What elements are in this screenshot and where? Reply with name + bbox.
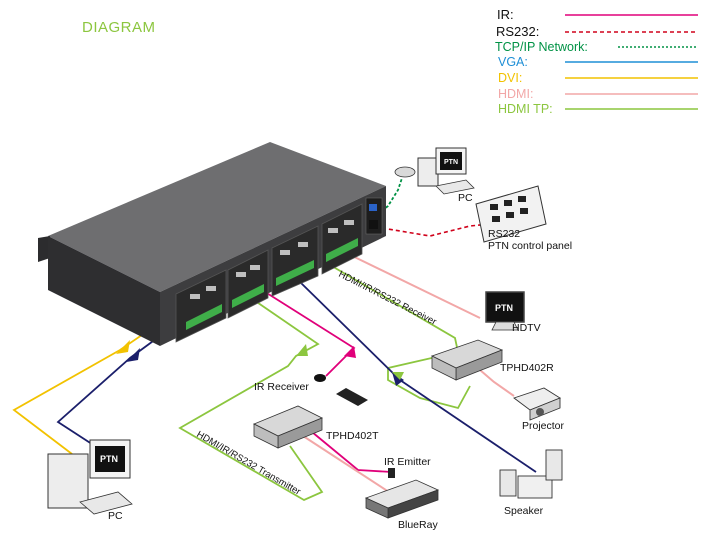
label-ptn-control-panel: PTN control panel <box>488 240 573 252</box>
legend-label-ir: IR: <box>497 7 514 22</box>
port <box>298 242 308 247</box>
speaker-left <box>499 469 517 497</box>
label-tphd402r: TPHD402R <box>500 362 554 374</box>
terminal-3 <box>276 260 314 286</box>
chassis-left-ear <box>38 236 50 262</box>
connector-ports <box>190 220 354 299</box>
legend-label-rs232: RS232: <box>496 24 540 39</box>
matrix-switcher-chassis <box>38 142 386 346</box>
legend-label-hdmi: HDMI: <box>498 87 534 101</box>
port <box>190 294 200 299</box>
panel-button <box>520 208 528 214</box>
port <box>280 250 290 255</box>
port <box>206 286 216 291</box>
arrowheads <box>116 340 404 386</box>
speaker-device <box>499 449 563 499</box>
arrow-speaker <box>392 372 404 386</box>
label-ir-receiver: IR Receiver <box>254 381 309 393</box>
network-hub <box>394 166 416 178</box>
green-terminal-blocks <box>186 238 358 330</box>
port <box>236 272 246 277</box>
label-speaker: Speaker <box>504 505 544 517</box>
port <box>344 220 354 225</box>
panel-button <box>518 196 526 202</box>
label-pc-top: PC <box>458 192 473 204</box>
tphd402t-device <box>253 405 323 449</box>
legend-label-dvi: DVI: <box>498 71 523 85</box>
label-pc-bottom: PC <box>108 510 123 522</box>
terminal-2 <box>232 284 264 308</box>
ir-receiver-eye <box>314 374 326 382</box>
arrow-dvi <box>116 340 130 354</box>
label-blueray: BlueRay <box>398 519 438 531</box>
receiver-link-label: HDMI/IR/RS232 Receiver <box>337 269 438 328</box>
legend-lines <box>565 14 698 110</box>
pc-top-screen <box>440 152 462 170</box>
port <box>250 265 260 270</box>
speaker-right <box>545 449 563 481</box>
hdmi-tp-receiver-cable <box>317 257 471 410</box>
pc-bottom-device <box>47 439 133 515</box>
label-tphd402t: TPHD402T <box>326 430 379 442</box>
speaker-sub <box>517 475 553 499</box>
ir-receiver-cable <box>261 289 356 377</box>
pc-bottom-screen <box>95 446 125 472</box>
pc-top-device <box>394 147 475 195</box>
arrow-ir <box>344 346 356 358</box>
port <box>328 228 338 233</box>
power-switch <box>369 204 377 211</box>
diagram-title: DIAGRAM <box>82 19 156 36</box>
tphd402r-side <box>431 355 457 381</box>
tphd402r-device <box>430 339 504 381</box>
tphd402t-side <box>253 423 279 449</box>
rs232-cable <box>381 223 491 237</box>
label-projector: Projector <box>522 420 565 432</box>
power-inlet <box>369 220 378 229</box>
blueray-device <box>364 468 440 519</box>
terminal-1 <box>186 304 222 330</box>
label-hdtv: HDTV <box>512 322 541 334</box>
panel-button <box>504 200 512 206</box>
ir-emitter-probe <box>388 468 395 478</box>
panel-button <box>492 216 500 222</box>
hdmi-blueray-cable <box>299 433 393 495</box>
arrow-vga <box>126 348 140 362</box>
hdmi-hdtv-cable <box>339 249 481 319</box>
panel-button <box>506 212 514 218</box>
legend-label-tcpip: TCP/IP Network: <box>495 40 588 54</box>
chassis-front <box>48 236 160 346</box>
projector-lens <box>536 408 544 416</box>
brand-pc-bottom: PTN <box>100 454 118 464</box>
hdtv-device <box>485 291 525 331</box>
hdmi-tp-transmitter-cable <box>178 295 324 502</box>
pc-top-tower <box>417 157 439 187</box>
pc-bottom-tower <box>47 453 89 509</box>
pc-top-keyboard <box>435 179 475 195</box>
pc-bottom-keyboard <box>79 491 133 515</box>
projector-device <box>513 387 561 421</box>
brand-hdtv: PTN <box>495 303 513 313</box>
arrow-rx <box>392 372 404 380</box>
label-rs232: RS232 <box>488 228 521 240</box>
rs232-control-panel-device <box>475 185 547 243</box>
label-ir-emitter: IR Emitter <box>384 456 431 468</box>
remote-control <box>336 388 368 406</box>
terminal-4 <box>326 238 358 262</box>
ir-emitter-cable <box>311 431 393 473</box>
panel-buttons <box>490 196 528 222</box>
brand-marks: PTN PTN PTN <box>100 159 513 464</box>
brand-pc-top: PTN <box>444 159 458 166</box>
hdmi-projector-cable <box>479 369 515 397</box>
chassis-top <box>48 142 386 292</box>
hdtv-stand <box>491 321 519 331</box>
arrow-tx <box>296 344 308 356</box>
panel-button <box>490 204 498 210</box>
ir-receiver-device <box>314 374 368 406</box>
legend-label-hdmitp: HDMI TP: <box>498 102 553 116</box>
legend-label-vga: VGA: <box>498 55 528 69</box>
blueray-side <box>365 497 389 519</box>
